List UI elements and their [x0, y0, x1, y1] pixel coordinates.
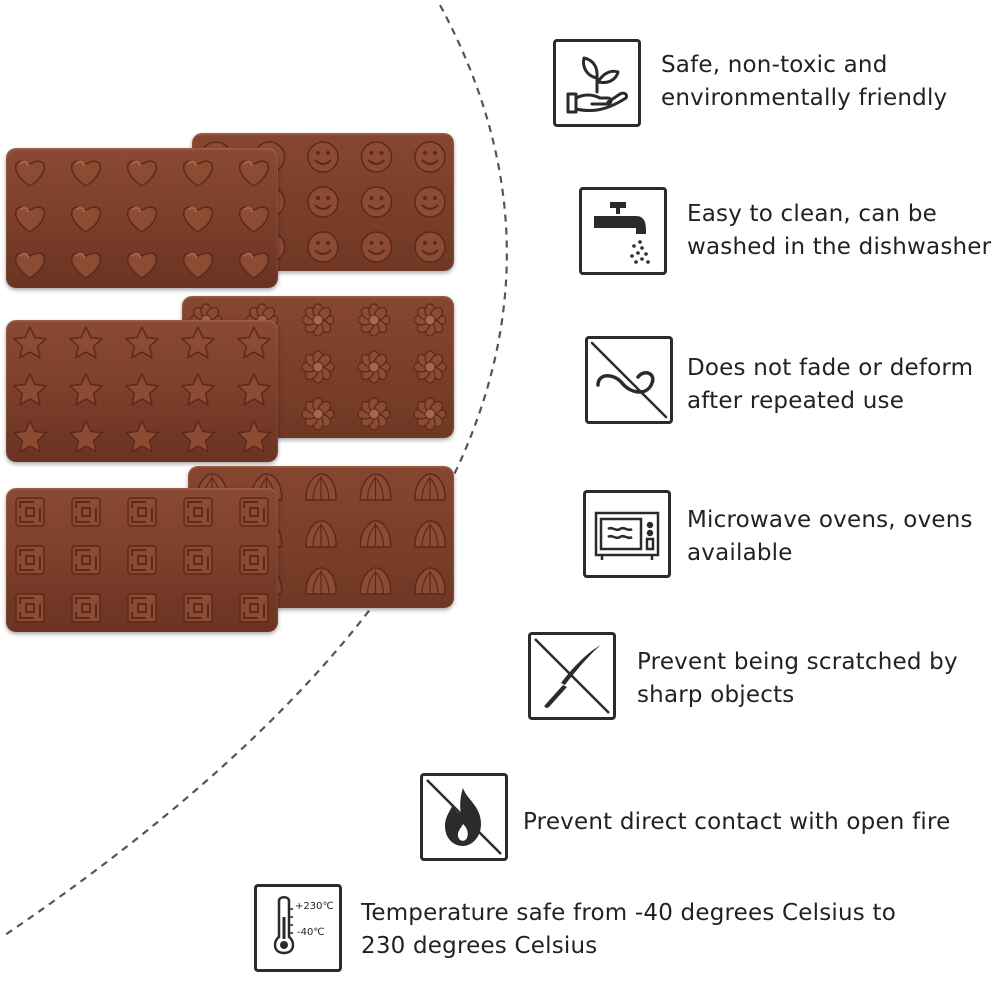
flower-cavity [357, 397, 391, 431]
smiley-cavity [360, 231, 393, 263]
heart-cavity [239, 206, 269, 233]
pinwheel-cavity [15, 545, 45, 575]
heart-cavity [15, 252, 45, 279]
flower-cavity [357, 350, 391, 384]
flower-cavity [301, 303, 335, 337]
heart-mold [6, 148, 278, 288]
pinwheel-cavity [239, 497, 269, 527]
flower-cavity [357, 303, 391, 337]
heart-cavity [183, 206, 213, 233]
star-cavity [125, 420, 159, 453]
pinwheel-cavity [71, 593, 101, 623]
shell-cavity [359, 520, 392, 548]
feature-text-clean: Easy to clean, can be washed in the dish… [687, 201, 992, 260]
pinwheel-cavity [127, 593, 157, 623]
smiley-cavity [307, 186, 339, 218]
star-cavity [69, 326, 103, 359]
star-cavity [69, 420, 103, 453]
heart-cavity [127, 160, 157, 187]
pinwheel-cavity [127, 497, 157, 527]
flower-cavity [301, 350, 335, 384]
pinwheel-cavity [183, 593, 213, 623]
heart-cavity [71, 160, 101, 187]
feature-text-safe: Safe, non-toxic and environmentally frie… [661, 52, 948, 111]
star-cavity [13, 373, 47, 406]
pinwheel-cavity [71, 545, 101, 575]
thermo-high-label: +230℃ [295, 901, 334, 912]
shell-cavity [414, 520, 446, 548]
feature-text-microwave: Microwave ovens, ovens available [687, 507, 973, 566]
pinwheel-cavity [15, 593, 45, 623]
thermo-low-label: -40℃ [297, 927, 325, 938]
flower-cavity [413, 303, 447, 337]
star-cavity [13, 326, 47, 359]
shell-cavity [305, 567, 337, 595]
shell-cavity [305, 520, 337, 548]
no-deform-icon [585, 336, 673, 424]
smiley-cavity [307, 231, 339, 263]
pinwheel-cavity [239, 545, 269, 575]
pinwheel-mold [6, 488, 278, 632]
smiley-cavity [414, 231, 446, 263]
heart-cavity [239, 160, 269, 187]
pinwheel-cavity [71, 497, 101, 527]
star-cavity [237, 373, 271, 406]
feature-text-fire: Prevent direct contact with open fire [523, 809, 951, 835]
smiley-cavity [360, 186, 393, 218]
star-cavity [125, 326, 159, 359]
shell-cavity [359, 567, 392, 595]
pinwheel-cavity [239, 593, 269, 623]
heart-cavity [15, 160, 45, 187]
heart-cavity [239, 252, 269, 279]
heart-cavity [71, 252, 101, 279]
no-fire-icon [420, 773, 508, 861]
star-cavity [237, 326, 271, 359]
faucet-icon [579, 187, 667, 275]
pinwheel-cavity [183, 545, 213, 575]
flower-cavity [301, 397, 335, 431]
microwave-icon [583, 490, 671, 578]
pinwheel-cavity [127, 545, 157, 575]
smiley-cavity [414, 141, 446, 173]
no-knife-icon [528, 632, 616, 720]
smiley-cavity [307, 141, 339, 173]
star-cavity [125, 373, 159, 406]
star-cavity [181, 420, 215, 453]
pinwheel-cavity [15, 497, 45, 527]
heart-cavity [71, 206, 101, 233]
star-cavity [181, 326, 215, 359]
heart-cavity [15, 206, 45, 233]
heart-cavity [127, 206, 157, 233]
heart-cavity [183, 160, 213, 187]
shell-cavity [414, 473, 446, 501]
thermometer-icon: +230℃ -40℃ [254, 884, 342, 972]
flower-cavity [413, 350, 447, 384]
feature-text-no-deform: Does not fade or deform after repeated u… [687, 355, 974, 414]
shell-cavity [414, 567, 446, 595]
star-cavity [181, 373, 215, 406]
star-cavity [69, 373, 103, 406]
star-cavity [13, 420, 47, 453]
smiley-cavity [414, 186, 446, 218]
feature-text-temperature: Temperature safe from -40 degrees Celsiu… [361, 900, 896, 959]
heart-cavity [183, 252, 213, 279]
shell-cavity [305, 473, 337, 501]
star-mold [6, 320, 278, 462]
heart-cavity [127, 252, 157, 279]
hand-plant-icon [553, 39, 641, 127]
pinwheel-cavity [183, 497, 213, 527]
smiley-cavity [360, 141, 393, 173]
shell-cavity [359, 473, 392, 501]
feature-text-scratch: Prevent being scratched by sharp objects [637, 649, 958, 708]
flower-cavity [413, 397, 447, 431]
star-cavity [237, 420, 271, 453]
